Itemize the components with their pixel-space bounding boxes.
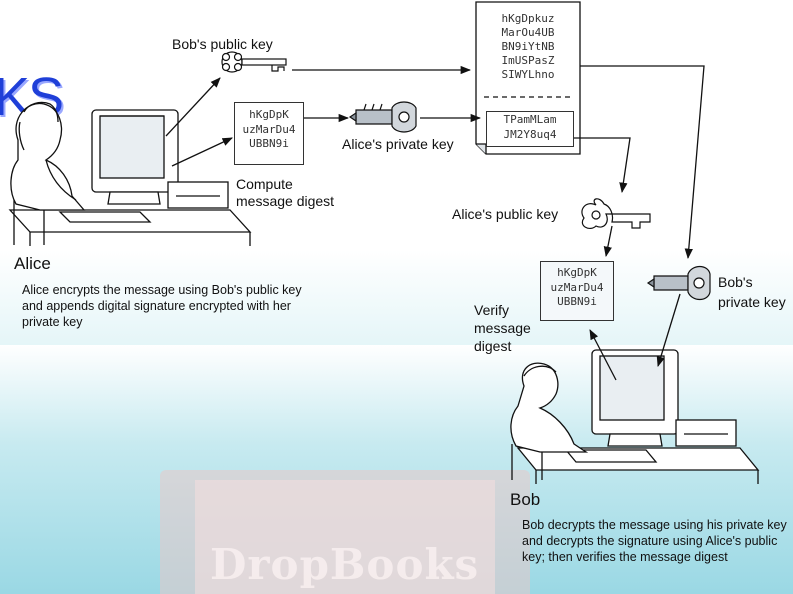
- alice-illustration: [8, 101, 252, 246]
- signature-box: TPamMLam JM2Y8uq4: [486, 111, 574, 147]
- alice-public-key-icon: [581, 198, 651, 230]
- alice-private-key-label: Alice's private key: [342, 136, 454, 152]
- doc-line-4: ImUSPasZ: [501, 54, 555, 67]
- doc-line-5: SIWYLhno: [501, 68, 555, 81]
- bob-public-key-icon: [221, 51, 287, 73]
- bob-public-key-label: Bob's public key: [172, 36, 273, 52]
- bob-digest-box: hKgDpK uzMarDu4 UBBN9i: [540, 261, 614, 321]
- watermark-text: DropBooks: [210, 540, 480, 589]
- doc-line-3: BN9iYtNB: [501, 40, 555, 53]
- verify-label-1: Verify: [474, 302, 510, 318]
- verify-label-2: message: [474, 320, 531, 336]
- bob-private-key-label-1: Bob's: [718, 274, 753, 290]
- bob-description: Bob decrypts the message using his priva…: [522, 518, 787, 564]
- alice-name: Alice: [14, 254, 51, 273]
- arrows: [165, 65, 705, 381]
- alice-digest-line-1: hKgDpK: [249, 108, 289, 121]
- alice-digest-box: hKgDpK uzMarDu4 UBBN9i: [234, 102, 304, 165]
- alice-digest-line-2: uzMarDu4: [242, 122, 296, 136]
- alice-private-key-icon: [348, 101, 417, 133]
- bob-digest-line-3: UBBN9i: [557, 295, 597, 308]
- bob-private-key-label-2: private key: [718, 294, 786, 310]
- compute-label-1: Compute: [236, 176, 293, 192]
- verify-label-3: digest: [474, 338, 512, 354]
- message-document-text: hKgDpkuz MarOu4UB BN9iYtNB ImUSPasZ SIWY…: [480, 12, 576, 82]
- alice-description: Alice encrypts the message using Bob's p…: [22, 283, 302, 329]
- bob-digest-line-1: hKgDpK: [557, 266, 597, 279]
- bob-private-key-icon: [646, 265, 711, 301]
- signature-line-1: TPamMLam: [503, 113, 557, 126]
- signature-line-2: JM2Y8uq4: [503, 128, 557, 141]
- watermark-book-inner: [195, 480, 495, 594]
- background-band-top: [0, 250, 793, 360]
- doc-line-1: hKgDpkuz: [501, 12, 555, 25]
- doc-line-2: MarOu4UB: [501, 26, 555, 39]
- bob-illustration: [510, 349, 760, 484]
- bob-digest-line-2: uzMarDu4: [550, 280, 604, 294]
- alice-public-key-label: Alice's public key: [452, 206, 559, 222]
- compute-label-2: message digest: [236, 193, 335, 209]
- bob-name: Bob: [510, 490, 541, 509]
- alice-digest-line-3: UBBN9i: [249, 137, 289, 150]
